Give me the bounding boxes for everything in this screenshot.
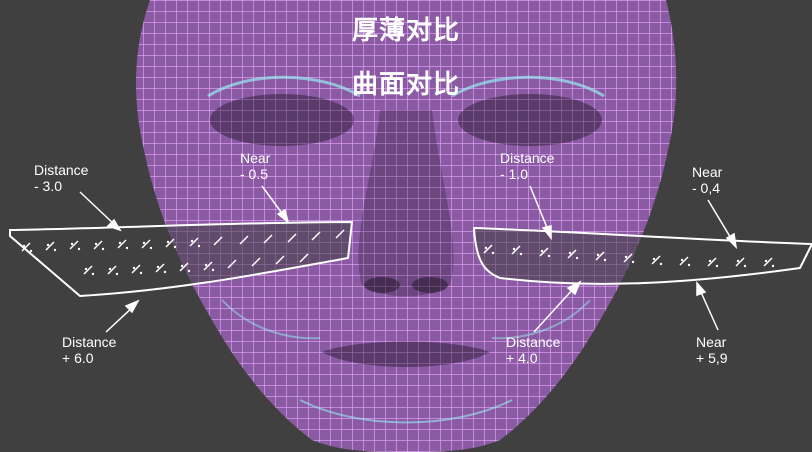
label-name: Distance — [500, 150, 554, 166]
nostril-right — [412, 277, 448, 293]
arrow-left-distance-bottom — [106, 301, 138, 332]
left-eye-shadow — [210, 94, 354, 146]
label-value: + 6.0 — [62, 350, 116, 366]
label-right-near-top: Near - 0,4 — [692, 164, 722, 196]
label-right-distance-top: Distance - 1.0 — [500, 150, 554, 182]
label-name: Distance — [506, 334, 560, 350]
label-value: - 1.0 — [500, 166, 554, 182]
label-name: Distance — [62, 334, 116, 350]
arrow-right-near-bottom — [697, 283, 718, 330]
nostril-left — [364, 277, 400, 293]
title-curvature-comparison: 曲面对比 — [0, 64, 812, 101]
arrow-left-distance-top — [80, 192, 120, 230]
label-left-distance-top: Distance - 3.0 — [34, 162, 88, 194]
label-name: Near — [240, 150, 270, 166]
label-value: + 4.0 — [506, 350, 560, 366]
title-thickness-comparison: 厚薄对比 — [0, 10, 812, 47]
label-name: Distance — [34, 162, 88, 178]
label-left-distance-bottom: Distance + 6.0 — [62, 334, 116, 366]
label-name: Near — [696, 334, 728, 350]
label-value: - 0.5 — [240, 166, 270, 182]
label-right-distance-bottom: Distance + 4.0 — [506, 334, 560, 366]
right-eye-shadow — [458, 94, 602, 146]
label-value: - 3.0 — [34, 178, 88, 194]
right-lens-outline — [474, 228, 812, 284]
label-value: + 5,9 — [696, 350, 728, 366]
right-lens-section — [474, 228, 812, 284]
label-value: - 0,4 — [692, 180, 722, 196]
label-left-near-top: Near - 0.5 — [240, 150, 270, 182]
label-name: Near — [692, 164, 722, 180]
label-right-near-bottom: Near + 5,9 — [696, 334, 728, 366]
